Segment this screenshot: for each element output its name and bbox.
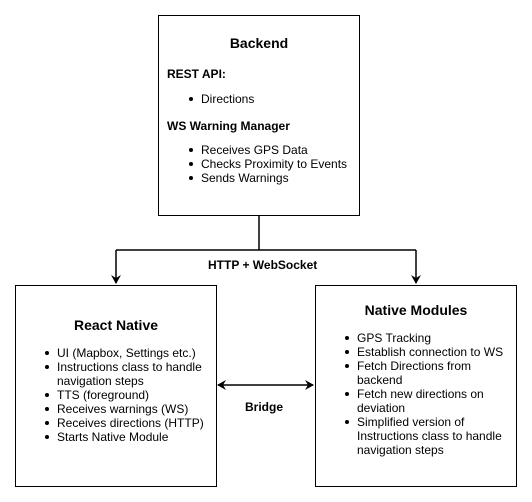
list-item: Instructions class to handle navigation … bbox=[43, 360, 215, 388]
http-websocket-label: HTTP + WebSocket bbox=[206, 258, 320, 272]
list-item: Sends Warnings bbox=[187, 171, 347, 185]
list-item: Receives GPS Data bbox=[187, 143, 347, 157]
native-modules-box: Native Modules GPS Tracking Establish co… bbox=[315, 285, 517, 487]
list-item: Checks Proximity to Events bbox=[187, 157, 347, 171]
list-item: Fetch Directions from backend bbox=[343, 359, 513, 387]
react-native-box: React Native UI (Mapbox, Settings etc.) … bbox=[15, 285, 217, 487]
list-item: Simplified version of Instructions class… bbox=[343, 415, 513, 457]
list-item: TTS (foreground) bbox=[43, 388, 215, 402]
list-item: Starts Native Module bbox=[43, 430, 215, 444]
list-item: Directions bbox=[187, 92, 254, 106]
backend-title: Backend bbox=[229, 35, 289, 51]
ws-manager-list: Receives GPS Data Checks Proximity to Ev… bbox=[187, 143, 347, 185]
react-native-list: UI (Mapbox, Settings etc.) Instructions … bbox=[43, 346, 215, 444]
list-item: GPS Tracking bbox=[343, 331, 513, 345]
list-item: Receives directions (HTTP) bbox=[43, 416, 215, 430]
list-item: Fetch new directions on deviation bbox=[343, 387, 513, 415]
rest-api-list: Directions bbox=[187, 92, 254, 106]
list-item: Receives warnings (WS) bbox=[43, 402, 215, 416]
bridge-label: Bridge bbox=[243, 400, 286, 414]
ws-manager-heading: WS Warning Manager bbox=[167, 119, 290, 133]
backend-box: Backend REST API: Directions WS Warning … bbox=[158, 15, 360, 216]
native-modules-list: GPS Tracking Establish connection to WS … bbox=[343, 331, 513, 457]
native-modules-title: Native Modules bbox=[364, 302, 468, 318]
rest-api-heading: REST API: bbox=[167, 67, 226, 81]
list-item: UI (Mapbox, Settings etc.) bbox=[43, 346, 215, 360]
list-item: Establish connection to WS bbox=[343, 345, 513, 359]
react-native-title: React Native bbox=[73, 317, 159, 333]
